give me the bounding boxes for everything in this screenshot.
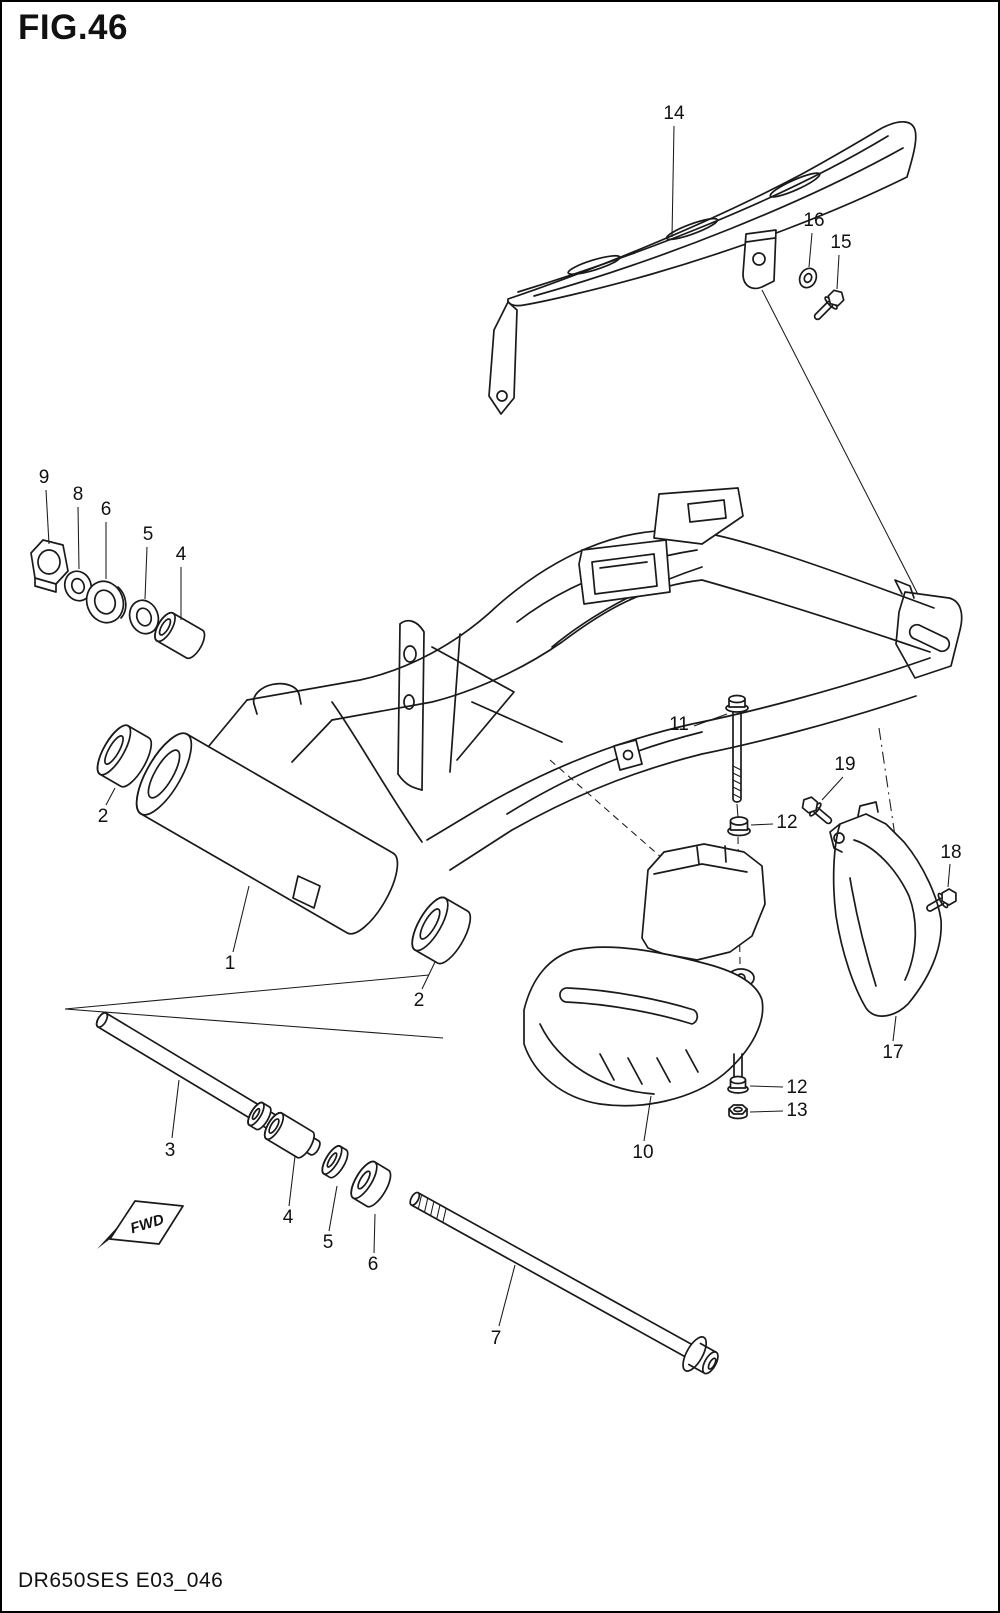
bolt-part-18	[923, 886, 960, 916]
bolt-part-11	[726, 696, 748, 819]
model-code: DR650SES E03_046	[18, 1569, 224, 1592]
figure-title: FIG.46	[18, 8, 128, 47]
bearing-part-6	[81, 576, 129, 628]
nut-part-13	[729, 1105, 747, 1119]
washer-part-5-lower	[319, 1143, 352, 1180]
chain-guide-guard-part-17	[830, 802, 941, 1016]
rear-axle-part-7	[402, 1181, 724, 1382]
nut-part-12-upper	[728, 817, 750, 836]
leader-lines	[46, 126, 950, 1326]
chain-guard-part-14	[489, 122, 916, 414]
dust-seal-part-5	[125, 596, 163, 638]
washer-part-8	[61, 567, 96, 604]
pivot-nut-part-9	[31, 540, 68, 592]
spacer-part-4-lower	[261, 1110, 318, 1160]
thin-washer	[245, 1100, 274, 1132]
bolt-part-15	[810, 287, 847, 324]
spacer-part-4	[151, 610, 209, 662]
washer-part-16	[797, 266, 820, 291]
chain-guide-part-10	[524, 844, 765, 1106]
nut-part-12-lower	[728, 1077, 748, 1094]
swingarm-part-1	[126, 488, 961, 941]
construction-lines	[65, 290, 930, 1038]
fwd-flag: FWD	[97, 1201, 183, 1249]
pivot-bushing-left-part-2	[91, 721, 157, 791]
pivot-bushing-right-part-2	[405, 893, 477, 969]
spacer-part-6-lower	[346, 1158, 395, 1210]
bolt-part-19	[799, 794, 836, 829]
